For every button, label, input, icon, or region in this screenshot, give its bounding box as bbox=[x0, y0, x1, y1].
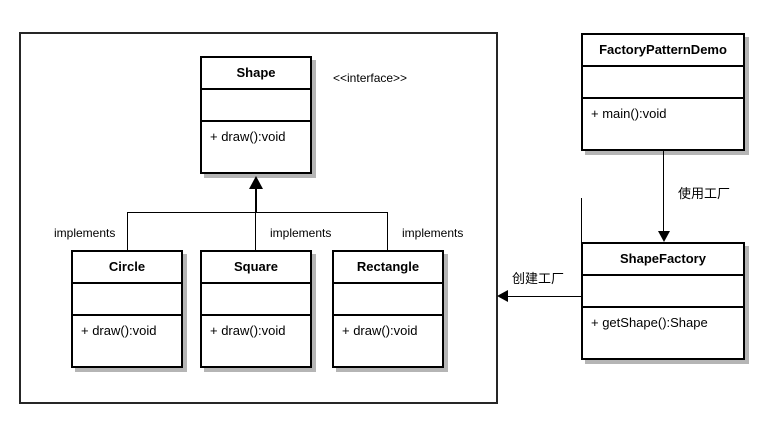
uml-class-shapefactory-name: ShapeFactory bbox=[583, 244, 743, 276]
uml-class-factorypatterndemo-attributes bbox=[583, 67, 743, 99]
uml-class-shape-attributes bbox=[202, 90, 310, 122]
uml-class-shape[interactable]: Shape + draw():void bbox=[200, 56, 312, 174]
edge-label-rectangle-implements: implements bbox=[400, 226, 466, 240]
edge-label-factory-creates-shape: 创建工厂 bbox=[510, 271, 567, 287]
shape-package-group-box bbox=[19, 32, 498, 404]
uml-class-circle[interactable]: Circle + draw():void bbox=[71, 250, 183, 368]
uml-class-rectangle-attributes bbox=[334, 284, 442, 316]
uml-class-factorypatterndemo-methods: + main():void bbox=[591, 106, 667, 121]
uml-class-shape-name: Shape bbox=[202, 58, 310, 90]
edge-label-circle-implements: implements bbox=[52, 226, 118, 240]
dependency-line-factory-horizontal bbox=[508, 296, 582, 297]
uml-class-rectangle-name: Rectangle bbox=[334, 252, 442, 284]
uml-class-rectangle[interactable]: Rectangle + draw():void bbox=[332, 250, 444, 368]
uml-class-factorypatterndemo[interactable]: FactoryPatternDemo + main():void bbox=[581, 33, 745, 151]
generalization-leg-rectangle bbox=[387, 212, 388, 251]
generalization-bus-line bbox=[127, 212, 388, 213]
uml-class-square-name: Square bbox=[202, 252, 310, 284]
dependency-line-demo-to-factory bbox=[663, 151, 664, 231]
uml-class-shapefactory-methods: + getShape():Shape bbox=[591, 315, 708, 330]
shape-stereotype-label: <<interface>> bbox=[333, 71, 408, 85]
edge-label-demo-uses-factory: 使用工厂 bbox=[676, 186, 733, 202]
uml-class-square[interactable]: Square + draw():void bbox=[200, 250, 312, 368]
dependency-arrowhead-down-icon bbox=[658, 231, 670, 242]
uml-class-square-methods: + draw():void bbox=[210, 323, 286, 338]
uml-class-shapefactory-attributes bbox=[583, 276, 743, 308]
edge-label-square-implements: implements bbox=[268, 226, 334, 240]
uml-class-circle-methods: + draw():void bbox=[81, 323, 157, 338]
generalization-leg-circle bbox=[127, 212, 128, 251]
uml-class-rectangle-methods: + draw():void bbox=[342, 323, 418, 338]
uml-class-square-attributes bbox=[202, 284, 310, 316]
uml-class-shapefactory[interactable]: ShapeFactory + getShape():Shape bbox=[581, 242, 745, 360]
generalization-leg-square bbox=[255, 212, 256, 251]
generalization-trunk-line bbox=[255, 189, 257, 213]
generalization-arrowhead-icon bbox=[249, 176, 263, 189]
uml-class-circle-attributes bbox=[73, 284, 181, 316]
dependency-line-factory-vertical bbox=[581, 198, 582, 297]
uml-class-factorypatterndemo-name: FactoryPatternDemo bbox=[583, 35, 743, 67]
dependency-arrowhead-left-icon bbox=[497, 290, 508, 302]
uml-class-shape-methods: + draw():void bbox=[210, 129, 286, 144]
uml-class-circle-name: Circle bbox=[73, 252, 181, 284]
